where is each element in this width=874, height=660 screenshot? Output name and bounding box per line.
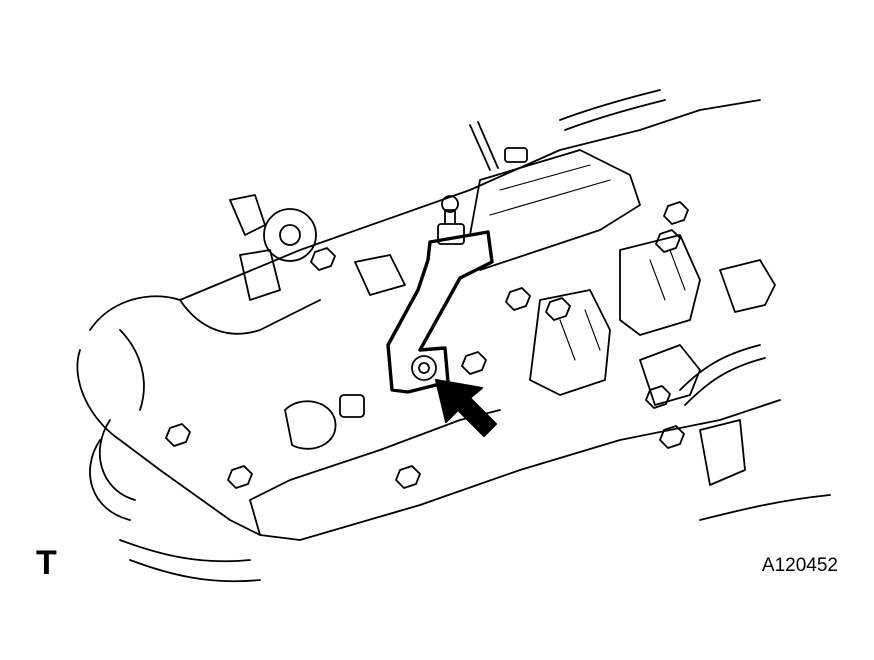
bolts (165, 201, 689, 489)
highlighted-bracket (386, 195, 494, 394)
bolt (545, 297, 571, 321)
bolt (659, 425, 685, 449)
bolt (663, 201, 689, 225)
bolt (645, 385, 671, 409)
intake-runners (529, 234, 776, 486)
bolt (227, 465, 253, 489)
head-cover (469, 149, 641, 271)
bolt (505, 287, 531, 311)
bolt (165, 423, 191, 447)
bolt (395, 465, 421, 489)
bolt (655, 229, 681, 253)
sensor-connectors (284, 254, 406, 450)
engine-body-outline (76, 99, 781, 541)
bolt (310, 247, 336, 271)
vertical-pipe (469, 121, 528, 171)
pointer-arrow-icon (435, 379, 497, 437)
bolt (461, 351, 487, 375)
throttle-body (229, 194, 317, 301)
corner-letter: T (36, 544, 57, 582)
figure-code: A120452 (761, 555, 838, 576)
hoses (89, 89, 831, 583)
